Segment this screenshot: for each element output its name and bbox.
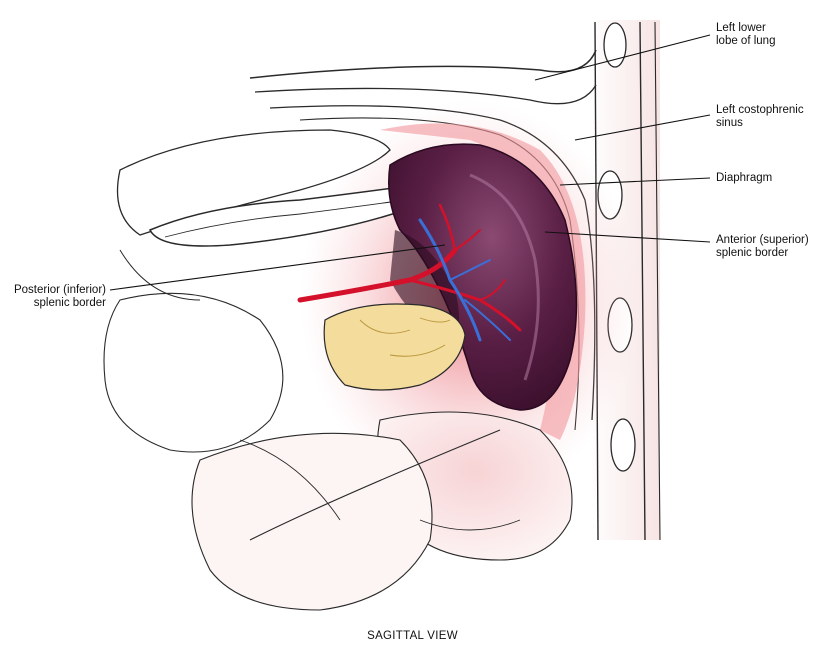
label-costophrenic-sinus: Left costophrenic sinus [716, 104, 804, 129]
stomach-outline [116, 129, 422, 301]
leader-lines [109, 34, 711, 291]
caption-sagittal-view: SAGITTAL VIEW [367, 630, 458, 642]
label-anterior-splenic-border: Anterior (superior) splenic border [716, 234, 809, 259]
label-left-lower-lobe: Left lower lobe of lung [716, 22, 776, 47]
splenic-vessels [297, 203, 522, 342]
bowel-loops [103, 292, 573, 611]
pancreas-tail [323, 303, 466, 391]
label-posterior-splenic-border: Posterior (inferior) splenic border [13, 284, 106, 309]
label-diaphragm: Diaphragm [716, 172, 773, 184]
